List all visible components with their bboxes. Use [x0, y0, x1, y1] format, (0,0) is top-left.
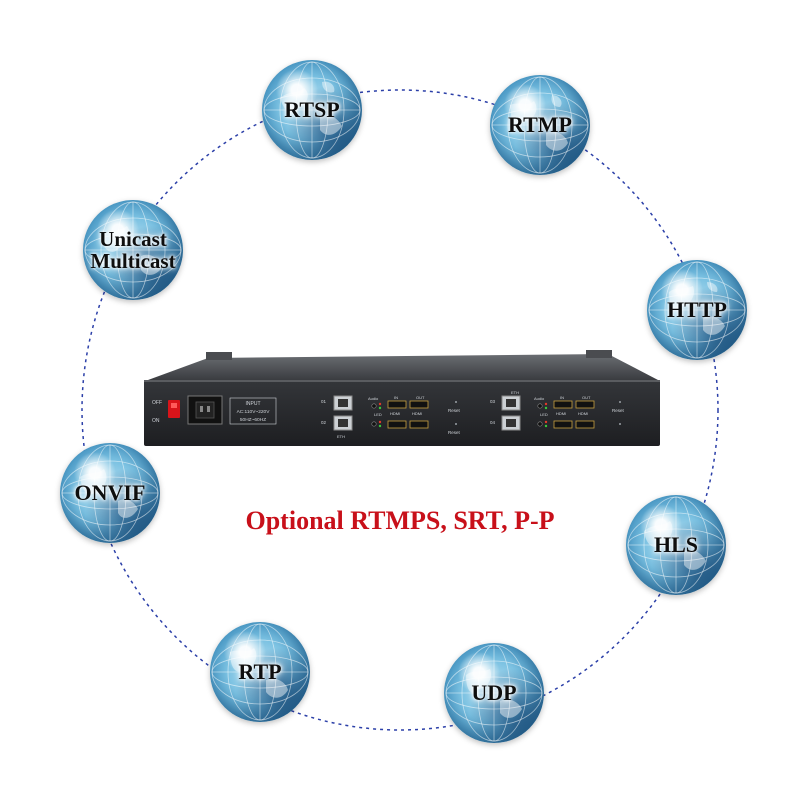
hdmi-out-03[interactable]: [575, 400, 595, 409]
label-hls: HLS: [653, 532, 699, 557]
power-switch[interactable]: [168, 400, 180, 418]
hdmi-in-01[interactable]: [387, 400, 407, 409]
globe-http: HTTP: [647, 260, 747, 360]
hdmi-in-03[interactable]: [553, 400, 573, 409]
globe-hls: HLS: [626, 495, 726, 595]
svg-text:04: 04: [490, 420, 496, 425]
svg-text:IN: IN: [394, 395, 398, 400]
label-udp: UDP: [471, 680, 517, 705]
globe-grid-icon: [648, 261, 746, 359]
svg-text:02: 02: [321, 420, 327, 425]
globe-grid-icon: [263, 61, 361, 159]
svg-text:LED: LED: [374, 412, 382, 417]
globe-grid-icon: [84, 201, 182, 299]
label-onvif: ONVIF: [74, 480, 146, 505]
globe-onvif: ONVIF: [60, 443, 160, 543]
front-panel: [144, 380, 660, 446]
reset-label-02: Reset: [448, 430, 461, 435]
svg-text:HDMI: HDMI: [390, 411, 400, 416]
label-rtsp: RTSP: [284, 97, 340, 122]
globe-grid-icon: [61, 444, 159, 542]
hdmi-in-04[interactable]: [553, 420, 573, 429]
svg-text:ETH: ETH: [511, 390, 519, 395]
svg-text:LED: LED: [540, 412, 548, 417]
label-rtp: RTP: [238, 659, 282, 684]
globe-rtp: RTP: [210, 622, 310, 722]
label-unicast: Unicast: [99, 227, 167, 251]
power-off-label: OFF: [152, 400, 162, 406]
svg-text:03: 03: [490, 399, 496, 404]
svg-text:ETH: ETH: [337, 434, 345, 439]
encoder-device: OFF ON INPUT AC:110V~220V 50HZ~60HZ 01 0…: [144, 350, 660, 446]
input-title: INPUT: [246, 401, 261, 407]
globe-udp: UDP: [444, 643, 544, 743]
globe-grid-icon: [491, 76, 589, 174]
svg-text:OUT: OUT: [582, 395, 591, 400]
globe-rtmp: RTMP: [490, 75, 590, 175]
label-rtmp: RTMP: [508, 112, 572, 137]
hdmi-out-04[interactable]: [575, 420, 595, 429]
channel-group-right: 03 04 ETH Audio LED IN OUT HDMI HDMI Res…: [490, 390, 625, 431]
svg-text:HDMI: HDMI: [556, 411, 566, 416]
svg-text:Audio: Audio: [368, 396, 379, 401]
optional-protocols-caption: Optional RTMPS, SRT, P-P: [245, 506, 555, 535]
label-http: HTTP: [667, 297, 727, 322]
power-on-label: ON: [152, 418, 160, 424]
svg-text:Audio: Audio: [534, 396, 545, 401]
hdmi-out-02[interactable]: [409, 420, 429, 429]
globe-grid-icon: [445, 644, 543, 742]
svg-text:OUT: OUT: [416, 395, 425, 400]
globe-grid-icon: [211, 623, 309, 721]
input-voltage: AC:110V~220V: [237, 409, 271, 415]
channel-group-left: 01 02 ETH Audio LED IN OUT HDMI HDMI Res…: [321, 395, 461, 439]
svg-text:HDMI: HDMI: [412, 411, 422, 416]
globe-rtsp: RTSP: [262, 60, 362, 160]
input-freq: 50HZ~60HZ: [240, 417, 266, 423]
label-unicast-multicast: Unicast Multicast: [83, 228, 183, 272]
hdmi-in-02[interactable]: [387, 420, 407, 429]
globe-grid-icon: [627, 496, 725, 594]
chassis-top: [148, 354, 658, 380]
globe-unicast-multicast: Unicast Multicast: [83, 200, 183, 300]
svg-text:IN: IN: [560, 395, 564, 400]
svg-text:HDMI: HDMI: [578, 411, 588, 416]
label-multicast: Multicast: [90, 249, 176, 273]
svg-text:01: 01: [321, 399, 327, 404]
reset-label-03: Reset: [612, 408, 625, 413]
hdmi-out-01[interactable]: [409, 400, 429, 409]
reset-label-01: Reset: [448, 408, 461, 413]
